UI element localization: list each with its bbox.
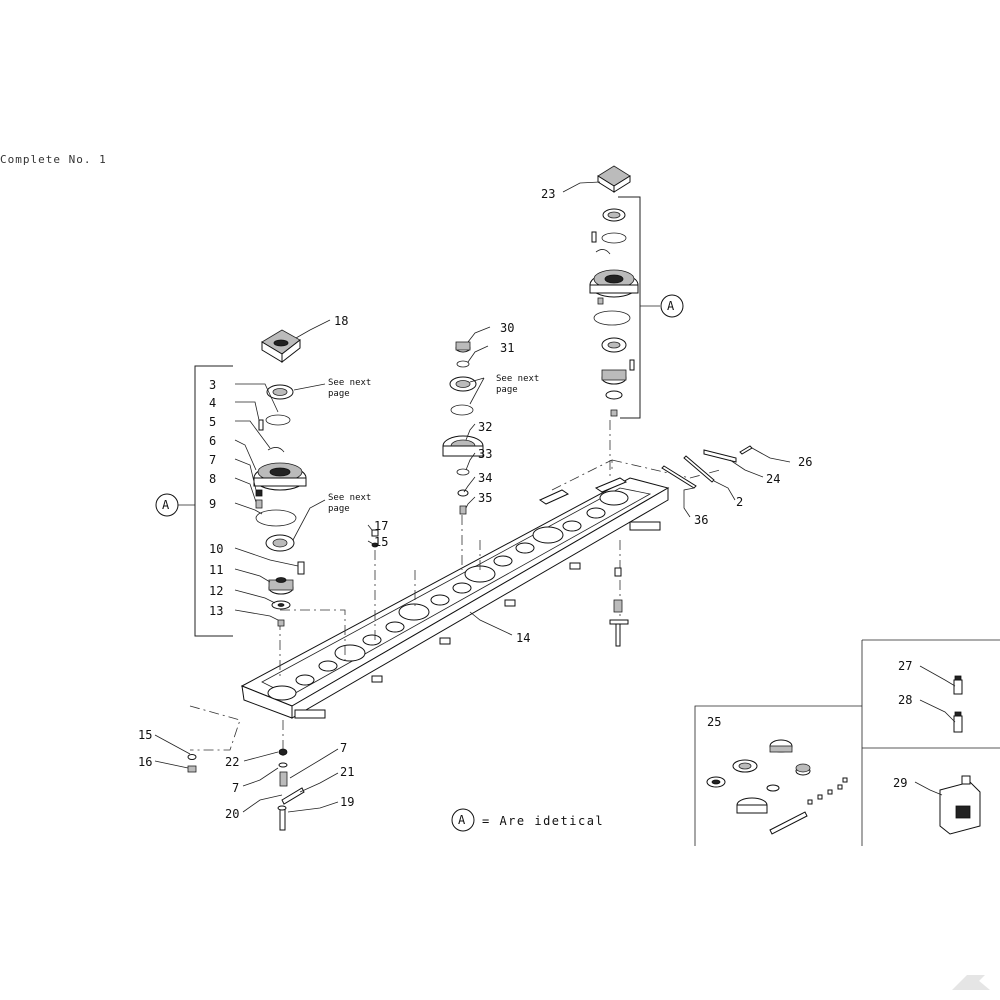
part-label-27: 27 — [898, 659, 912, 673]
part-label-12: 12 — [209, 584, 223, 598]
part-label-29: 29 — [893, 776, 907, 790]
left-drive-stack — [194, 329, 307, 637]
middle-drive-stack — [371, 341, 484, 548]
part-labels: 23 18 30 31 32 33 34 35 3 4 5 6 7 8 9 10… — [138, 187, 912, 821]
part-label-30: 30 — [500, 321, 514, 335]
part-label-23: 23 — [541, 187, 555, 201]
part-label-7-upper: 7 — [209, 453, 216, 467]
part-label-26: 26 — [798, 455, 812, 469]
svg-text:A: A — [667, 299, 675, 313]
part-label-14: 14 — [516, 631, 530, 645]
part-label-15-lower: 15 — [138, 728, 152, 742]
see-next-note-2a: See next — [328, 493, 371, 503]
legend-text: = Are idetical — [482, 814, 604, 828]
kit-boxes — [694, 639, 1000, 846]
svg-text:A: A — [162, 498, 170, 512]
part-label-5: 5 — [209, 415, 216, 429]
see-next-note-1b: page — [328, 389, 350, 399]
part-label-6: 6 — [209, 434, 216, 448]
part-label-36: 36 — [694, 513, 708, 527]
part-label-13: 13 — [209, 604, 223, 618]
part-label-24: 24 — [766, 472, 780, 486]
diagram-title: Complete No. 1 — [0, 153, 107, 166]
part-label-2: 2 — [736, 495, 743, 509]
part-label-18: 18 — [334, 314, 348, 328]
part-label-28: 28 — [898, 693, 912, 707]
part-label-10: 10 — [209, 542, 223, 556]
part-label-16: 16 — [138, 755, 152, 769]
corner-logo — [952, 975, 990, 990]
part-label-25: 25 — [707, 715, 721, 729]
part-label-19: 19 — [340, 795, 354, 809]
part-label-11: 11 — [209, 563, 223, 577]
center-lines — [189, 420, 721, 760]
part-label-8: 8 — [209, 472, 216, 486]
see-next-note-3a: See next — [496, 374, 539, 384]
part-label-3: 3 — [209, 378, 216, 392]
part-label-34: 34 — [478, 471, 492, 485]
lower-left-hardware — [187, 748, 305, 831]
part-label-31: 31 — [500, 341, 514, 355]
svg-text:A: A — [458, 813, 466, 827]
right-drive-stack — [589, 165, 641, 647]
cutter-bar — [240, 477, 670, 719]
callout-a-left: A — [155, 493, 195, 517]
part-label-15-upper: 15 — [374, 535, 388, 549]
callout-a-legend: A = Are idetical — [451, 808, 604, 832]
see-next-note-2b: page — [328, 504, 350, 514]
part-label-9: 9 — [209, 497, 216, 511]
part-label-33: 33 — [478, 447, 492, 461]
part-label-21: 21 — [340, 765, 354, 779]
part-label-35: 35 — [478, 491, 492, 505]
part-label-20: 20 — [225, 807, 239, 821]
part-label-17: 17 — [374, 519, 388, 533]
see-next-note-3b: page — [496, 385, 518, 395]
see-next-note-1a: See next — [328, 378, 371, 388]
part-label-7-right: 7 — [340, 741, 347, 755]
rods-and-blades — [661, 445, 753, 489]
part-label-4: 4 — [209, 396, 216, 410]
leader-lines — [154, 181, 956, 813]
callout-a-right: A — [660, 294, 684, 318]
part-label-7-lower: 7 — [232, 781, 239, 795]
part-label-22: 22 — [225, 755, 239, 769]
part-label-32: 32 — [478, 420, 492, 434]
